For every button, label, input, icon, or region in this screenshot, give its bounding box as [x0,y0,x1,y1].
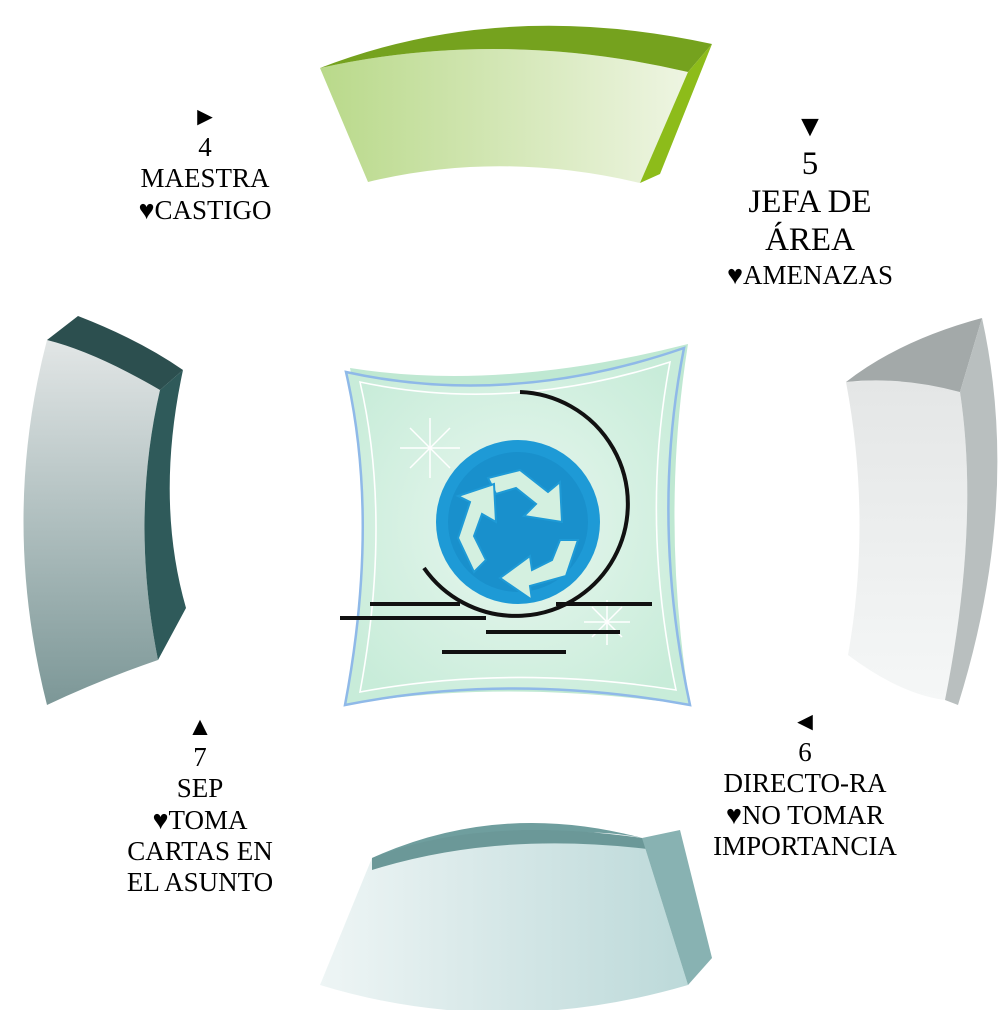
bottom-segment-side-edge [642,830,712,985]
arrow-left-icon: ◄ [792,707,818,736]
motion-lines [340,602,652,654]
step-title: SEP [176,773,224,804]
left-segment-side-edge [144,370,186,660]
right-segment-side-edge [945,318,998,705]
swoosh-arc [422,390,630,618]
step-detail: ♥CASTIGO [138,194,272,225]
left-segment [23,316,186,705]
bottom-segment-face [320,833,688,1010]
left-segment-face [23,340,160,705]
arrow-up-icon: ▲ [187,712,213,741]
sparkle-icon [400,418,460,478]
step-number: 7 [193,742,207,773]
step-detail: IMPORTANCIA [713,831,897,862]
step-number: 6 [798,737,812,768]
step-detail: EL ASUNTO [126,867,274,898]
step-label-5: ▼ 5 JEFA DE ÁREA ♥AMENAZAS [700,110,920,291]
arrow-down-icon: ▼ [795,110,825,143]
recycle-icon [436,440,600,604]
step-label-7: ▲ 7 SEP ♥TOMA CARTAS EN EL ASUNTO [90,712,310,899]
step-title: ÁREA [765,222,855,259]
step-label-4: ► 4 MAESTRA ♥CASTIGO [110,102,300,226]
step-title: MAESTRA [140,163,270,194]
step-detail: CARTAS EN [127,836,273,867]
top-segment-face [320,48,688,184]
left-segment-top-edge [47,316,183,390]
center-frame [340,344,692,707]
step-number: 4 [198,132,212,163]
step-title: DIRECTO-RA [723,768,887,799]
top-segment-side-edge [640,44,712,183]
step-label-6: ◄ 6 DIRECTO-RA ♥NO TOMAR IMPORTANCIA [690,707,920,862]
step-detail: ♥NO TOMAR [725,799,885,830]
arrow-right-icon: ► [192,102,218,131]
right-segment-top-edge [846,318,982,392]
bottom-segment [320,822,712,1010]
top-segment-top-edge [320,25,712,72]
right-segment [846,318,998,705]
step-title: JEFA DE [748,184,872,221]
step-detail: ♥TOMA [152,804,248,835]
top-segment [320,25,712,184]
step-detail: ♥AMENAZAS [726,259,894,290]
bottom-segment-top-band [372,829,655,870]
right-segment-face [846,379,968,700]
step-number: 5 [801,145,819,182]
center-frame-inner-border [358,360,678,694]
